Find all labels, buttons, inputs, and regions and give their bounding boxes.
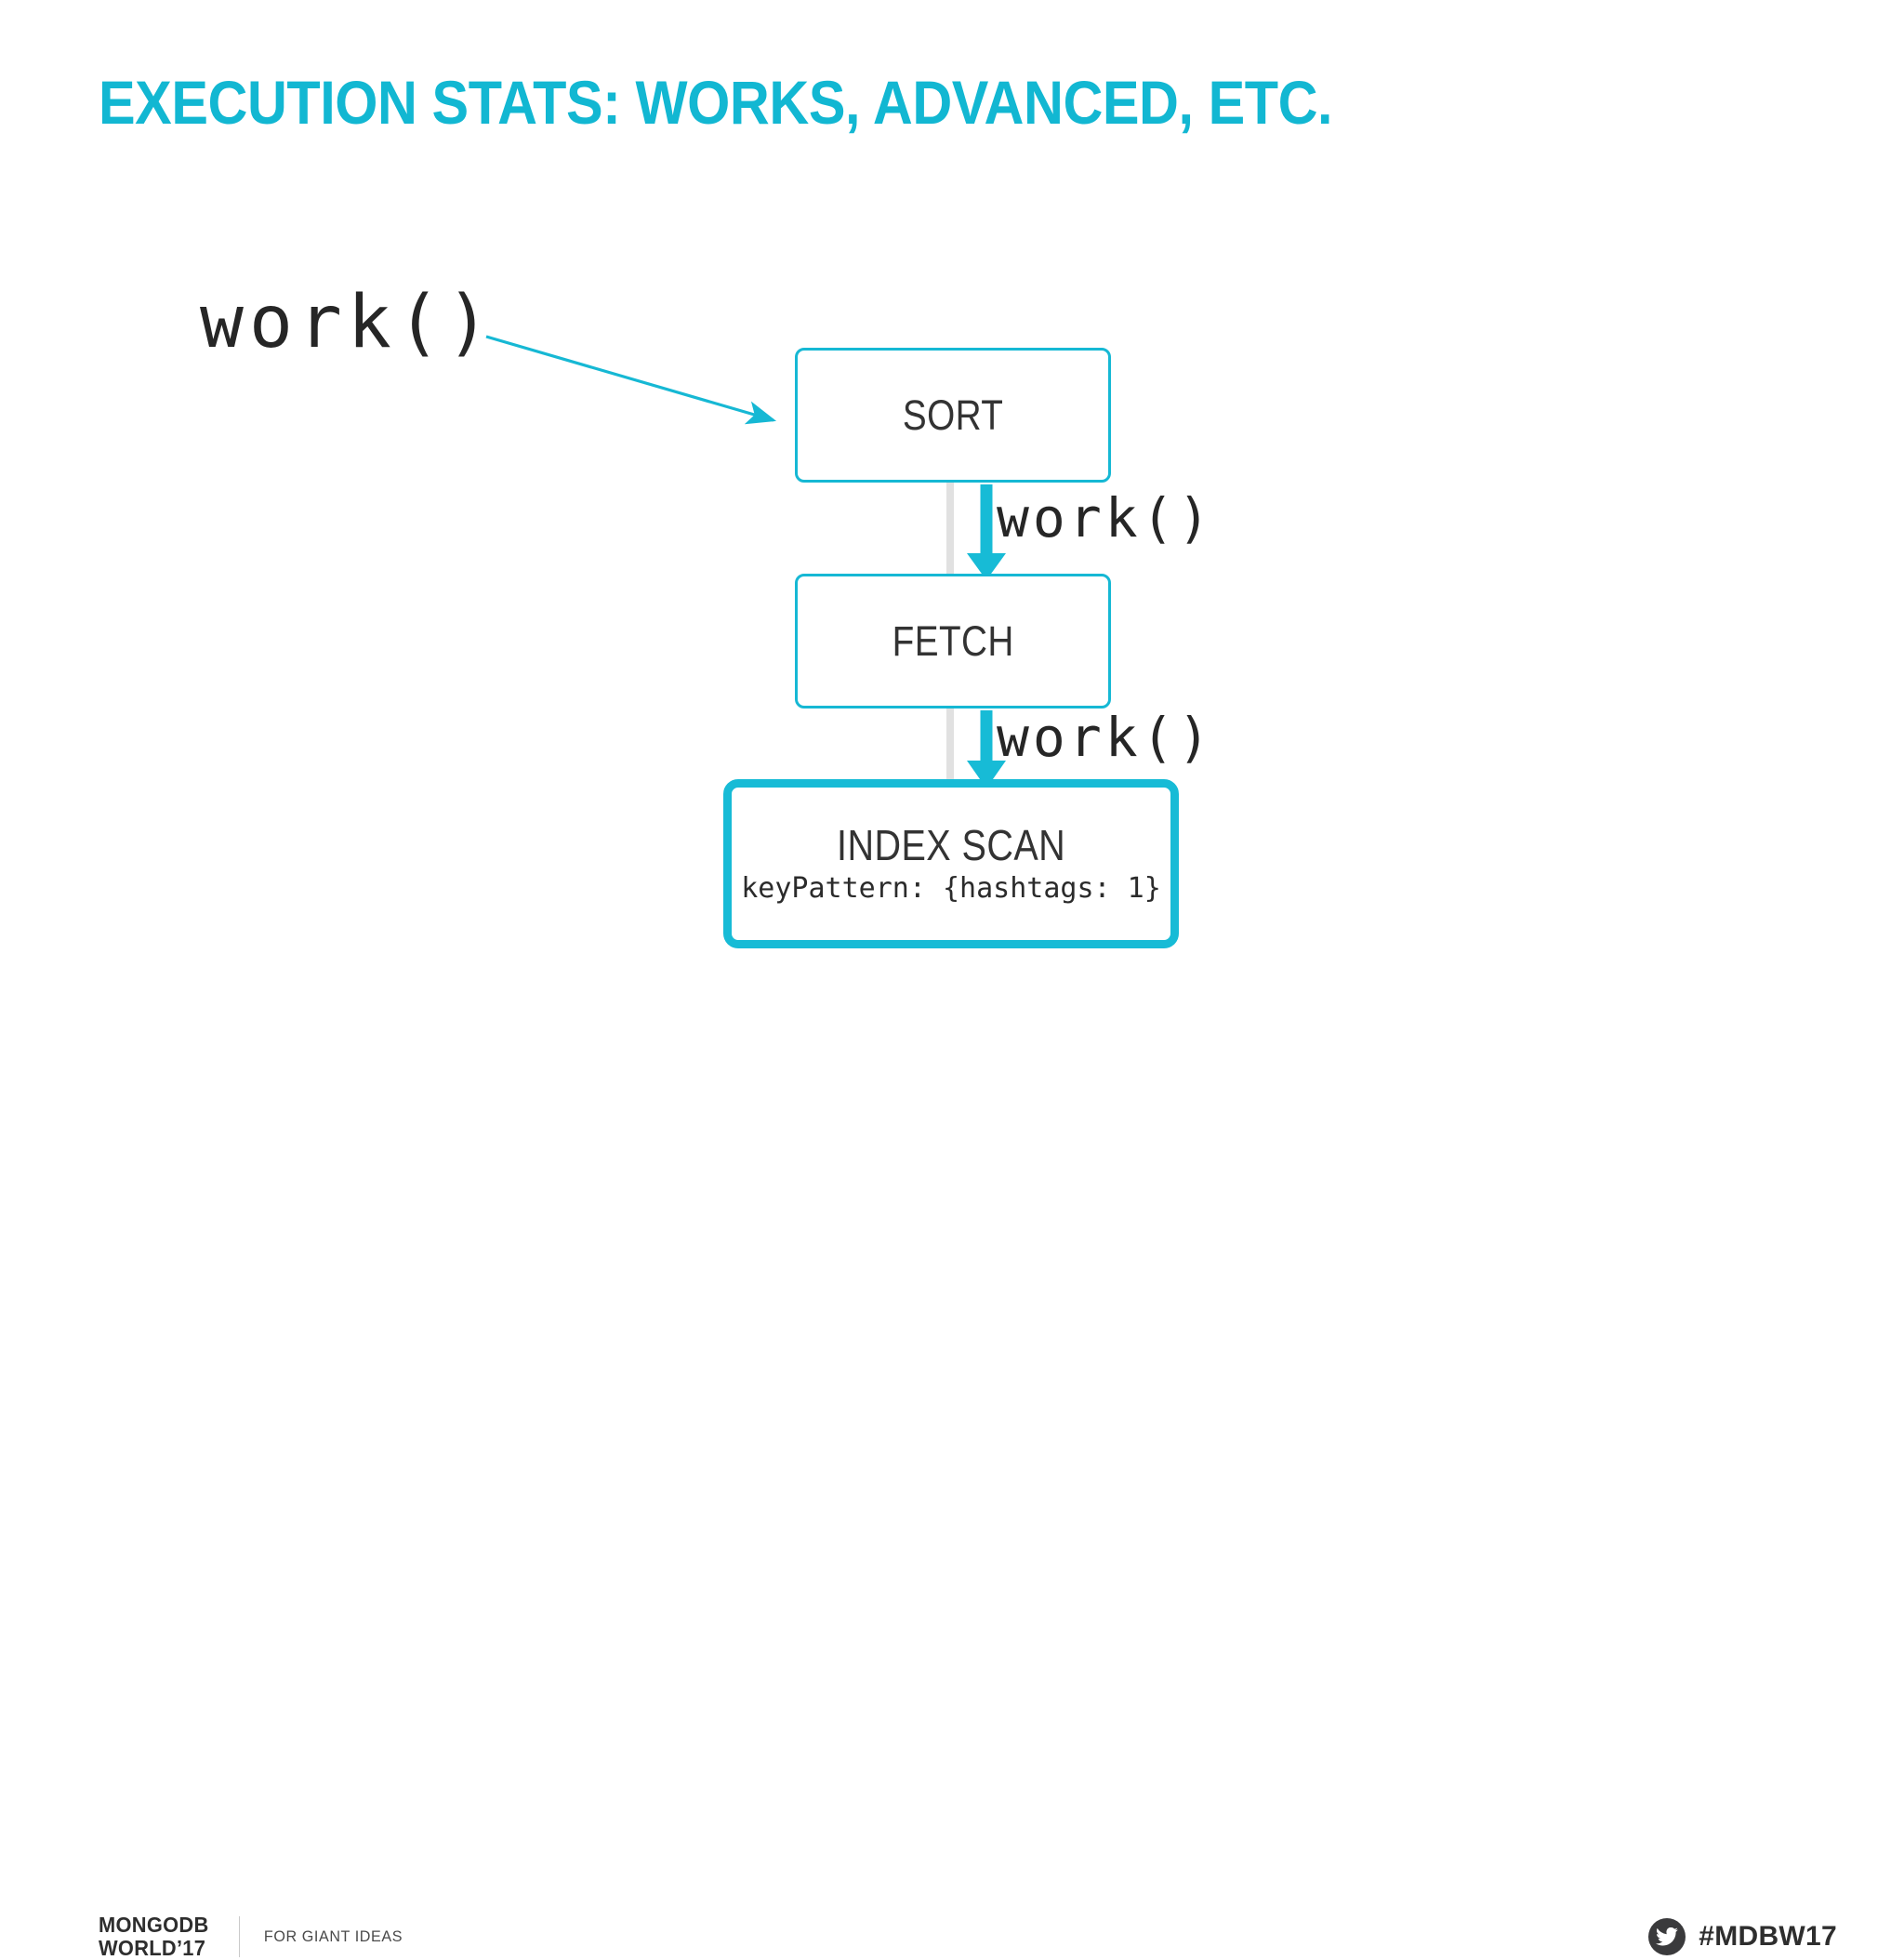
logo-line-1: MONGODB [99, 1913, 209, 1937]
edge-label-fetch-indexscan: work() [997, 706, 1214, 769]
stage-box-fetch[interactable]: FETCH [795, 574, 1111, 709]
brand-block: MONGODB WORLD’17 FOR GIANT IDEAS [99, 1914, 406, 1960]
brand-tagline: FOR GIANT IDEAS [263, 1927, 403, 1945]
execution-stage-diagram: work() SORT work() FETCH work() INDEX SC… [200, 281, 1214, 948]
stage-subtitle-key-pattern: keyPattern: {hashtags: 1} [741, 872, 1161, 905]
stage-title-sort: SORT [902, 391, 1004, 439]
edge-label-sort-fetch: work() [997, 486, 1214, 550]
stage-title-index-scan: INDEX SCAN [836, 821, 1066, 869]
slide-footer: MONGODB WORLD’17 FOR GIANT IDEAS #MDBW17 [0, 951, 1904, 1960]
twitter-handle-block[interactable]: #MDBW17 [1648, 1918, 1837, 1955]
twitter-handle-text: #MDBW17 [1699, 1921, 1837, 1952]
callout-arrow-line [485, 335, 777, 425]
brand-divider [238, 1916, 240, 1957]
twitter-bird-icon[interactable] [1648, 1918, 1686, 1955]
stage-box-index-scan[interactable]: INDEX SCAN keyPattern: {hashtags: 1} [723, 779, 1179, 948]
mongodb-world-logo: MONGODB WORLD’17 [99, 1914, 209, 1960]
page-title: EXECUTION STATS: WORKS, ADVANCED, ETC. [99, 68, 1333, 137]
stage-title-fetch: FETCH [892, 616, 1014, 665]
work-callout-label: work() [200, 281, 496, 364]
logo-line-2: WORLD’17 [99, 1936, 206, 1960]
stage-box-sort[interactable]: SORT [795, 348, 1111, 483]
